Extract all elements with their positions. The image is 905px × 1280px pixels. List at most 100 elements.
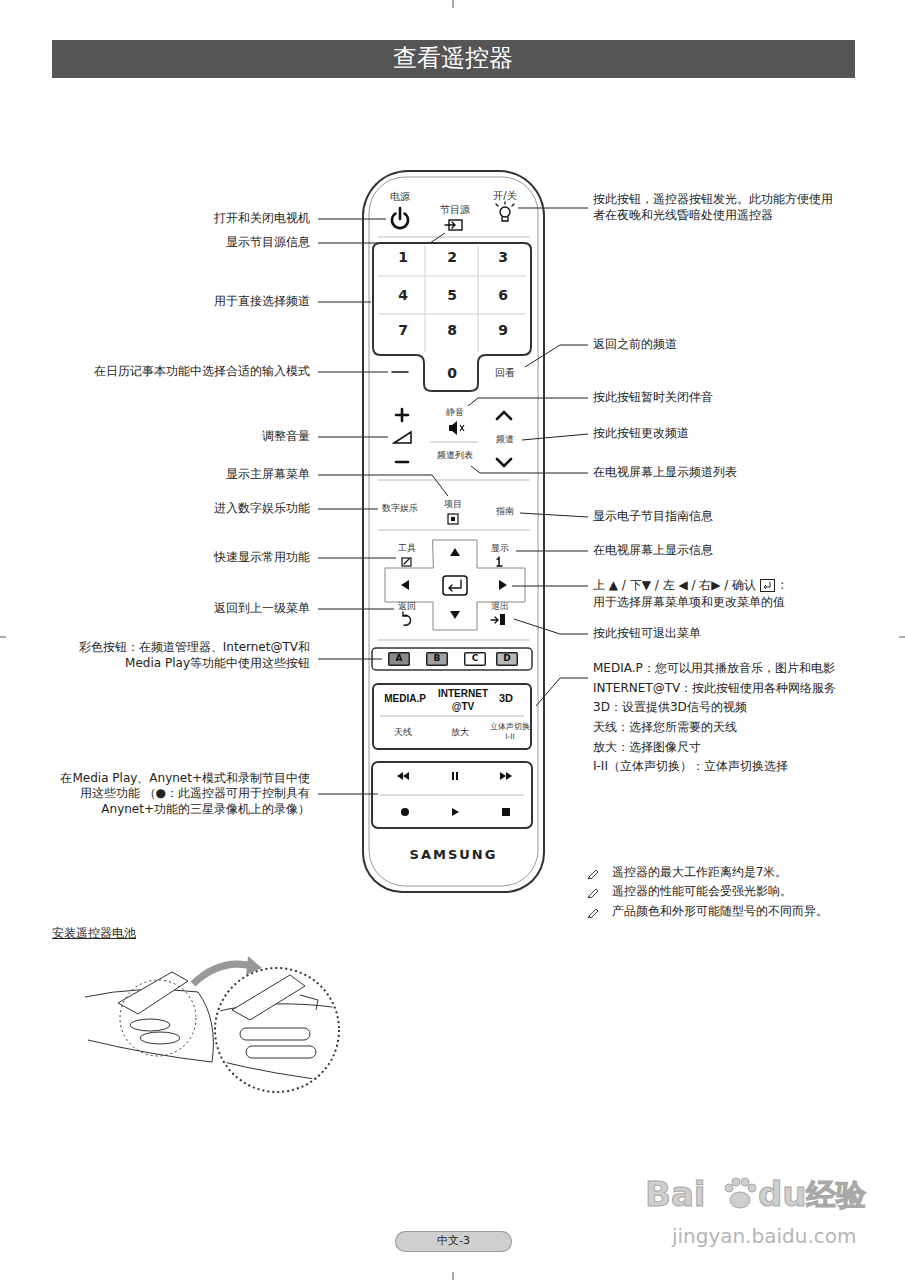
callout-text: 用于直接选择频道	[214, 294, 310, 310]
button-label: 电源	[390, 190, 410, 203]
battery-illustration	[118, 972, 188, 1014]
color-button: D	[496, 652, 518, 666]
number-pad-outline	[373, 243, 531, 391]
remote-drawing	[506, 772, 512, 780]
callout-text: 快速显示常用功能	[214, 550, 310, 566]
leader-line	[516, 551, 588, 552]
button-label: C	[472, 653, 479, 665]
button-label: 4	[398, 286, 408, 304]
remote-drawing	[452, 772, 454, 780]
callout-text: MEDIA.P：您可以用其播放音乐，图片和电影	[593, 661, 835, 677]
leader-line	[525, 345, 588, 367]
enter-icon	[760, 579, 775, 592]
battery-illustration	[215, 1060, 340, 1082]
callout-text: 打开和关闭电视机	[214, 211, 310, 227]
remote-drawing	[401, 808, 409, 816]
remote-drawing	[378, 530, 530, 531]
callout-text: 调整音量	[262, 429, 310, 445]
battery-illustration	[140, 1032, 180, 1044]
remote-drawing	[449, 421, 457, 435]
callout-text: 在电视屏幕上显示频道列表	[593, 465, 737, 481]
battery-illustration	[300, 995, 318, 1010]
button-label: 天线	[394, 727, 412, 739]
remote-drawing	[372, 762, 532, 828]
watermark-paw	[741, 1178, 749, 1186]
leader-line	[468, 398, 588, 406]
crop-mark	[453, 0, 454, 8]
button-label: 3	[498, 248, 508, 266]
button-label: D	[503, 653, 510, 665]
button-label: 静音	[446, 407, 464, 419]
button-label: 工具	[398, 543, 416, 555]
note-text: 遥控器的性能可能会受强光影响。	[612, 884, 792, 899]
leader-line	[318, 609, 394, 610]
remote-drawing	[450, 548, 460, 556]
leader-line	[318, 475, 448, 496]
callout-text: 进入数字娱乐功能	[214, 501, 310, 517]
button-label: A	[396, 653, 403, 665]
remote-drawing	[497, 459, 511, 466]
leader-line	[318, 558, 396, 559]
watermark-paw	[730, 1192, 750, 1208]
remote-drawing	[430, 442, 478, 443]
watermark: Bai	[645, 1172, 706, 1216]
remote-drawing	[491, 617, 498, 623]
callout-text: INTERNET@TV：按此按钮使用各种网络服务	[593, 681, 836, 697]
page-number: 中文-3	[395, 1231, 512, 1252]
leader-line	[514, 619, 588, 634]
remote-drawing	[394, 432, 411, 443]
button-label: 5	[447, 286, 457, 304]
button-label: 频道	[496, 434, 514, 446]
leader-line	[318, 372, 388, 373]
watermark-paw	[725, 1178, 756, 1208]
enter-icon	[764, 582, 770, 589]
remote-drawing	[445, 222, 455, 228]
remote-drawing	[500, 207, 510, 217]
note-text: 遥控器的最大工作距离约是7米。	[612, 865, 787, 880]
button-label: 项目	[444, 499, 462, 511]
button-label: B	[434, 653, 441, 665]
callout-text: 在Media Play、Anynet+模式和录制节目中使 用这些功能 （●：此遥…	[48, 771, 310, 818]
button-label: 返回	[398, 601, 416, 613]
remote-drawing	[362, 170, 545, 893]
battery-illustration	[240, 1028, 310, 1040]
remote-drawing	[372, 202, 532, 828]
watermark: 经验	[806, 1175, 866, 1214]
button-label: 中文-3	[437, 1234, 470, 1248]
leader-line	[318, 302, 371, 303]
callout-text: 按此按钮更改频道	[593, 426, 689, 442]
button-label: 显示	[491, 543, 509, 555]
button-label: 节目源	[440, 203, 470, 216]
callout-text: 显示电子节目指南信息	[593, 509, 713, 525]
leader-line	[518, 208, 588, 209]
callout-text: I-II（立体声切换）：立体声切换选择	[593, 759, 788, 775]
watermark: jingyan.baidu.com	[672, 1223, 857, 1249]
leader-line	[318, 233, 445, 243]
remote-drawing	[378, 237, 530, 795]
battery-illustration	[85, 956, 340, 1092]
callout-text: 3D：设置提供3D信号的视频	[593, 700, 747, 716]
button-label: 指南	[496, 506, 514, 518]
button-label: 频道列表	[437, 450, 473, 462]
page-title: 查看遥控器	[393, 43, 513, 74]
remote-drawing	[502, 808, 510, 816]
leader-line	[522, 434, 588, 440]
callout-text: 天线：选择您所需要的天线	[593, 720, 737, 736]
remote-drawing	[396, 461, 408, 464]
battery-illustration	[246, 956, 262, 975]
note-pencil	[588, 870, 598, 918]
button-label: 数字娱乐	[382, 503, 418, 515]
battery-illustration	[215, 975, 340, 1082]
callout-text: 上 ▲ / 下▼ / 左 ◀ / 右▶ / 确认	[593, 578, 756, 594]
note-pencil	[588, 889, 598, 898]
remote-drawing	[497, 412, 511, 419]
battery-illustration	[198, 992, 213, 1062]
crop-mark	[0, 637, 6, 638]
button-label: 开/关	[493, 189, 516, 202]
leader-line	[471, 466, 588, 473]
callout-text: 在日历记事本功能中选择合适的输入模式	[94, 364, 310, 380]
note-pencil	[588, 870, 598, 879]
remote-drawing	[450, 611, 460, 619]
